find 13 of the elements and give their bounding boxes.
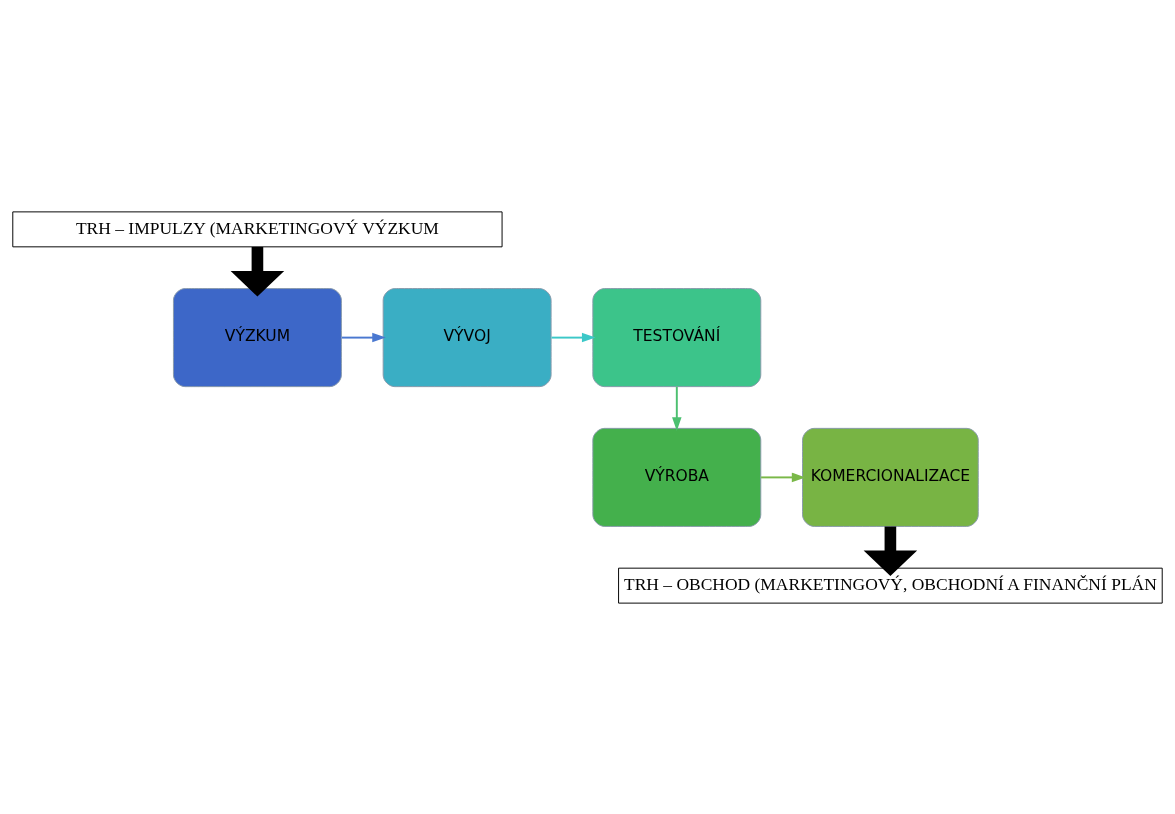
- arrow: [760, 472, 806, 482]
- arrow: [550, 332, 596, 342]
- arrow: [863, 526, 918, 576]
- node-box: KOMERCIONALIZACE: [802, 427, 979, 527]
- arrow: [340, 332, 386, 342]
- arrow: [672, 385, 682, 431]
- node-box: VÝVOJ: [382, 287, 552, 387]
- node-box: VÝROBA: [592, 427, 762, 527]
- node-box: TRH – IMPULZY (MARKETINGOVÝ VÝZKUM: [12, 210, 503, 247]
- node-box: TRH – OBCHOD (MARKETINGOVÝ, OBCHODNÍ A FINANČNÍ PLÁN: [618, 567, 1163, 604]
- arrow: [230, 246, 285, 296]
- node-box: TESTOVÁNÍ: [592, 287, 762, 387]
- node-box: VÝZKUM: [172, 287, 342, 387]
